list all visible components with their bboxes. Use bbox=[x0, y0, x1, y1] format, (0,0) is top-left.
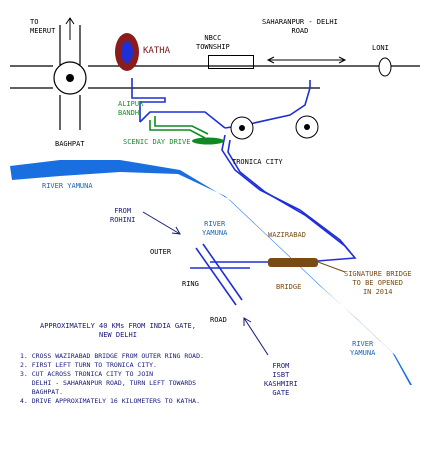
scenic-leaf-icon bbox=[192, 137, 224, 145]
direction-step: 1. CROSS WAZIRABAD BRIDGE FROM OUTER RIN… bbox=[20, 352, 204, 360]
location-pin-icon bbox=[115, 33, 139, 71]
bridge-pointer bbox=[317, 261, 346, 273]
directions-list: 1. CROSS WAZIRABAD BRIDGE FROM OUTER RIN… bbox=[20, 352, 320, 406]
route-line bbox=[131, 78, 357, 306]
scenic-day-drive-label: SCENIC DAY DRIVE bbox=[123, 138, 191, 146]
river-yamuna-label-1: RIVER YAMUNA bbox=[42, 182, 93, 190]
loni-label: LONI bbox=[372, 44, 389, 52]
arrow-icon bbox=[142, 211, 269, 356]
scenic-drive bbox=[149, 116, 209, 139]
baghpat-label: BAGHPAT bbox=[55, 140, 85, 148]
katha-label: KATHA bbox=[143, 46, 171, 56]
ring-label: RING bbox=[182, 280, 199, 288]
wazirabad-label: WAZIRABAD bbox=[268, 231, 306, 239]
roundabout-icon bbox=[295, 115, 319, 139]
arrow-icon bbox=[65, 17, 347, 64]
loni-marker-icon bbox=[378, 57, 392, 77]
bridge-label: BRIDGE bbox=[276, 283, 302, 291]
roundabout-icon bbox=[53, 61, 87, 95]
nbcc-township-box bbox=[208, 55, 254, 69]
outer-label: OUTER bbox=[150, 248, 172, 256]
tronica-city-label: TRONICA CITY bbox=[232, 158, 283, 166]
direction-step: 3. CUT ACROSS TRONICA CITY TO JOIN bbox=[20, 370, 154, 378]
main-roads bbox=[10, 25, 420, 130]
roundabout-icon bbox=[230, 116, 254, 140]
direction-step: BAGHPAT. bbox=[20, 388, 64, 396]
direction-step: 2. FIRST LEFT TURN TO TRONICA CITY. bbox=[20, 361, 157, 369]
distance-note: APPROXIMATELY 40 KMs FROM INDIA GATE,NEW… bbox=[40, 322, 196, 339]
road-label: ROAD bbox=[210, 316, 227, 324]
direction-step: DELHI - SAHARANPUR ROAD, TURN LEFT TOWAR… bbox=[20, 379, 197, 387]
direction-step: 4. DRIVE APPROXIMATELY 16 KILOMETERS TO … bbox=[20, 397, 201, 405]
bridge-icon bbox=[268, 258, 318, 267]
